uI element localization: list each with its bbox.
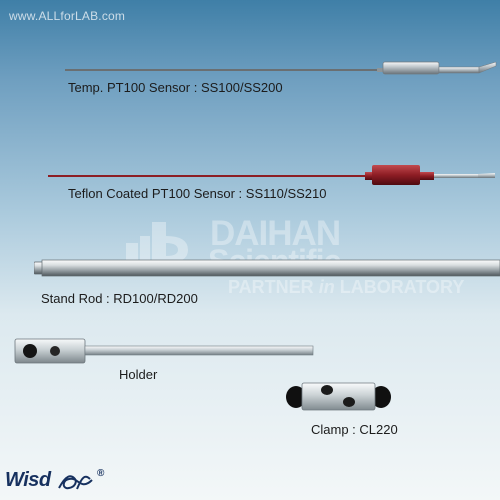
registered-mark: ® — [97, 468, 105, 479]
watermark-tagline-prefix: PARTNER — [228, 277, 314, 297]
watermark-tagline-mid: in — [318, 277, 335, 297]
teflon-sensor-image — [48, 165, 495, 185]
holder-image — [14, 338, 314, 364]
temp-sensor-caption: Temp. PT100 Sensor : SS100/SS200 — [68, 80, 283, 95]
watermark-tagline-suffix: LABORATORY — [339, 277, 465, 297]
teflon-sensor-caption: Teflon Coated PT100 Sensor : SS110/SS210 — [68, 186, 327, 201]
wisd-logo-text: Wisd — [5, 469, 51, 491]
watermark-brand-line-1: DAIHAN — [210, 214, 341, 253]
clamp-caption: Clamp : CL220 — [311, 422, 398, 437]
site-url: www.ALLforLAB.com — [9, 9, 126, 23]
watermark-tagline: PARTNER in LABORATORY — [228, 278, 464, 296]
stand-rod-image — [34, 259, 500, 277]
wisd-logo-icon — [58, 475, 93, 490]
clamp-image — [286, 382, 391, 411]
holder-caption: Holder — [119, 367, 158, 382]
stand-rod-caption: Stand Rod : RD100/RD200 — [41, 291, 198, 306]
temp-sensor-image — [65, 61, 497, 75]
wisd-logo: Wisd ® — [5, 468, 115, 494]
